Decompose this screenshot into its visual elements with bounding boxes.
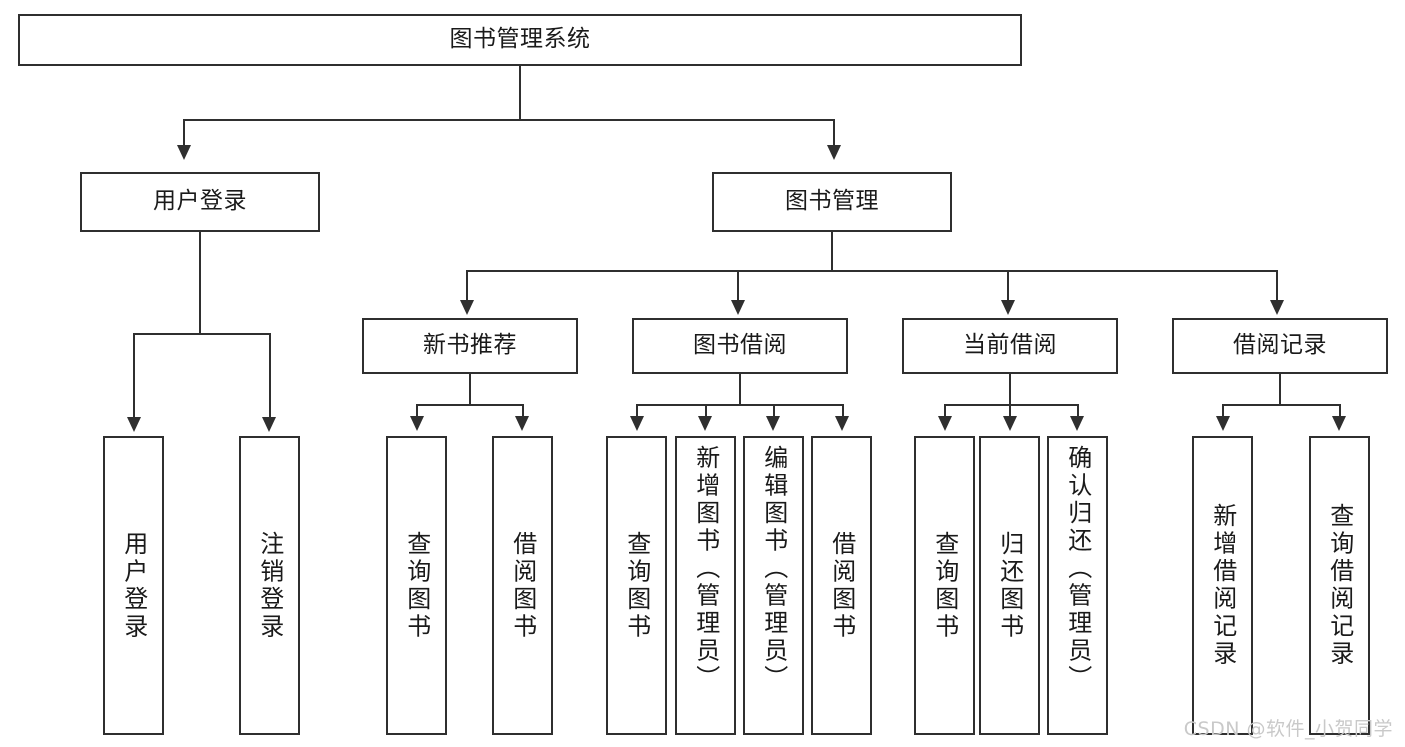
node-new-book-rec[interactable]: 新书推荐: [362, 318, 578, 374]
node-user-login-label: 用户登录: [153, 188, 247, 215]
node-leaf-query-book-3-label: 查询图书: [930, 530, 959, 641]
arrow-borrow-record-to-leaf-2: [1332, 416, 1347, 431]
node-leaf-add-book[interactable]: 新增图书（管理员）: [675, 436, 736, 735]
edge-book-borrow-stem: [738, 374, 742, 406]
node-leaf-query-record[interactable]: 查询借阅记录: [1309, 436, 1370, 735]
node-leaf-query-record-label: 查询借阅记录: [1325, 503, 1354, 668]
arrow-book-borrow-to-leaf-4: [835, 416, 850, 431]
node-leaf-query-book-1-label: 查询图书: [402, 530, 431, 641]
arrow-book-borrow-to-leaf-1: [629, 416, 644, 431]
node-book-manage-label: 图书管理: [785, 188, 879, 215]
edge-current-borrow-stem: [1008, 374, 1012, 406]
arrow-current-borrow-to-leaf-3: [1070, 416, 1085, 431]
edge-book-manage-to-current-borrow: [1006, 270, 1010, 302]
node-leaf-return-book-label: 归还图书: [995, 530, 1024, 641]
edge-new-book-rec-stem: [468, 374, 472, 406]
node-current-borrow[interactable]: 当前借阅: [902, 318, 1118, 374]
arrow-book-borrow-to-leaf-2: [698, 416, 713, 431]
node-leaf-query-book-1[interactable]: 查询图书: [386, 436, 447, 735]
arrow-book-manage-to-new-book-rec: [459, 300, 474, 315]
edge-user-login-bus: [133, 333, 271, 336]
edge-new-book-rec-to-leaf-2: [521, 404, 524, 418]
arrow-current-borrow-to-leaf-1: [937, 416, 952, 431]
edge-user-login-to-leaf-2: [268, 333, 271, 419]
node-book-borrow-label: 图书借阅: [693, 332, 787, 359]
node-book-manage[interactable]: 图书管理: [712, 172, 952, 232]
node-leaf-logout[interactable]: 注销登录: [239, 436, 300, 735]
node-leaf-user-login-label: 用户登录: [119, 530, 148, 641]
node-leaf-return-book[interactable]: 归还图书: [979, 436, 1040, 735]
edge-book-manage-bus: [466, 270, 1278, 273]
node-leaf-add-record-label: 新增借阅记录: [1208, 503, 1237, 668]
node-leaf-borrow-book-2-label: 借阅图书: [827, 530, 856, 641]
node-leaf-confirm-return[interactable]: 确认归还（管理员）: [1047, 436, 1108, 735]
node-leaf-add-record[interactable]: 新增借阅记录: [1192, 436, 1253, 735]
edge-new-book-rec-to-leaf-1: [416, 404, 419, 418]
arrow-new-book-rec-to-leaf-1: [409, 416, 424, 431]
node-user-login[interactable]: 用户登录: [80, 172, 320, 232]
arrow-user-login-to-leaf-1: [126, 417, 141, 432]
node-leaf-edit-book-label: 编辑图书（管理员）: [759, 445, 788, 693]
edge-book-borrow-to-leaf-1: [636, 404, 639, 418]
arrow-book-borrow-to-leaf-3: [766, 416, 781, 431]
edge-book-borrow-to-leaf-3: [772, 404, 775, 418]
edge-book-manage-to-book-borrow: [736, 270, 740, 302]
edge-current-borrow-to-leaf-3: [1076, 404, 1079, 418]
node-leaf-query-book-2-label: 查询图书: [622, 530, 651, 641]
node-borrow-record-label: 借阅记录: [1233, 332, 1327, 359]
edge-book-manage-stem: [830, 232, 834, 272]
edge-root-to-book-manage: [833, 119, 836, 147]
edge-root-to-user-login: [183, 119, 186, 147]
node-leaf-confirm-return-label: 确认归还（管理员）: [1063, 445, 1092, 693]
arrow-root-to-book-manage: [826, 145, 841, 160]
node-borrow-record[interactable]: 借阅记录: [1172, 318, 1388, 374]
node-leaf-user-login[interactable]: 用户登录: [103, 436, 164, 735]
arrow-book-manage-to-current-borrow: [1000, 300, 1015, 315]
edge-borrow-record-to-leaf-1: [1222, 404, 1225, 418]
arrow-user-login-to-leaf-2: [262, 417, 277, 432]
node-leaf-query-book-3[interactable]: 查询图书: [914, 436, 975, 735]
node-book-borrow[interactable]: 图书借阅: [632, 318, 848, 374]
edge-book-manage-to-borrow-record: [1276, 270, 1279, 302]
node-leaf-edit-book[interactable]: 编辑图书（管理员）: [743, 436, 804, 735]
edge-current-borrow-to-leaf-2: [1008, 404, 1012, 418]
arrow-current-borrow-to-leaf-2: [1002, 416, 1017, 431]
csdn-watermark: CSDN @软件_小贺同学: [1183, 718, 1393, 740]
node-leaf-borrow-book-1[interactable]: 借阅图书: [492, 436, 553, 735]
edge-user-login-stem: [198, 232, 202, 335]
arrow-book-manage-to-borrow-record: [1269, 300, 1284, 315]
node-root-label: 图书管理系统: [449, 26, 591, 53]
node-root[interactable]: 图书管理系统: [18, 14, 1022, 66]
arrow-root-to-user-login: [176, 145, 191, 160]
node-leaf-borrow-book-2[interactable]: 借阅图书: [811, 436, 872, 735]
edge-root-stem: [518, 66, 522, 120]
edge-root-bus: [183, 119, 835, 122]
arrow-borrow-record-to-leaf-1: [1215, 416, 1230, 431]
arrow-new-book-rec-to-leaf-2: [515, 416, 530, 431]
edge-book-borrow-to-leaf-2: [704, 404, 707, 418]
edge-book-borrow-bus: [636, 404, 844, 407]
edge-borrow-record-to-leaf-2: [1338, 404, 1341, 418]
node-current-borrow-label: 当前借阅: [963, 332, 1057, 359]
edge-new-book-rec-bus: [416, 404, 524, 407]
edge-current-borrow-to-leaf-1: [944, 404, 947, 418]
edge-user-login-to-leaf-1: [133, 333, 136, 419]
node-leaf-logout-label: 注销登录: [255, 530, 284, 641]
edge-book-manage-to-new-book-rec: [466, 270, 469, 302]
node-new-book-rec-label: 新书推荐: [423, 332, 517, 359]
node-leaf-add-book-label: 新增图书（管理员）: [691, 445, 720, 693]
node-leaf-query-book-2[interactable]: 查询图书: [606, 436, 667, 735]
node-leaf-borrow-book-1-label: 借阅图书: [508, 530, 537, 641]
arrow-book-manage-to-book-borrow: [730, 300, 745, 315]
edge-current-borrow-bus: [944, 404, 1079, 407]
edge-book-borrow-to-leaf-4: [841, 404, 844, 418]
edge-borrow-record-bus: [1222, 404, 1341, 407]
edge-borrow-record-stem: [1278, 374, 1282, 406]
